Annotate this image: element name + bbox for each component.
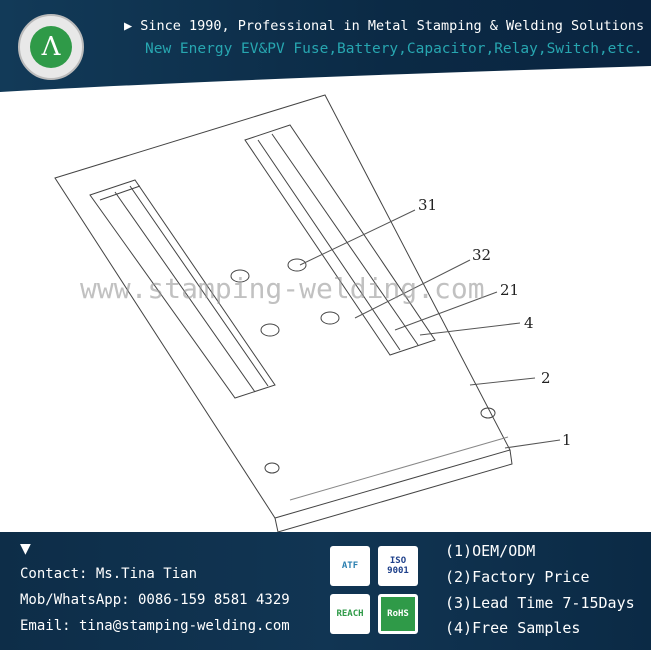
label-1: 1 xyxy=(562,431,572,449)
hole xyxy=(320,311,340,325)
product-line: New Energy EV&PV Fuse,Battery,Capacitor,… xyxy=(145,41,643,57)
contact-mobile: Mob/WhatsApp: 0086-159 8581 4329 xyxy=(20,592,290,608)
hole xyxy=(260,323,280,337)
tagline: ▶ Since 1990, Professional in Metal Stam… xyxy=(124,18,651,34)
watermark: www.stamping-welding.com xyxy=(80,272,485,305)
rohs-cert-icon: RoHS xyxy=(378,594,418,634)
banner-curve xyxy=(0,66,651,92)
feature-item: (1)OEM/ODM xyxy=(445,542,536,560)
tagline-text: Since 1990, Professional in Metal Stampi… xyxy=(140,18,651,34)
label-2: 2 xyxy=(541,369,551,387)
technical-drawing: www.stamping-welding.com 31 32 21 4 2 1 xyxy=(54,94,572,532)
company-logo: Λ xyxy=(18,14,84,80)
plate-edge xyxy=(274,449,513,532)
label-4: 4 xyxy=(524,314,534,332)
hole xyxy=(480,407,496,419)
atf-cert-icon: ATF xyxy=(330,546,370,586)
footer-contact: ▼ Contact: Ms.Tina Tian Mob/WhatsApp: 00… xyxy=(0,532,651,650)
iso-cert-icon: ISO 9001 xyxy=(378,546,418,586)
header-banner: Λ ▶ Since 1990, Professional in Metal St… xyxy=(0,0,651,92)
hole xyxy=(287,258,307,272)
contact-name: Contact: Ms.Tina Tian xyxy=(20,566,198,582)
feature-item: (3)Lead Time 7-15Days xyxy=(445,594,635,612)
rail-left xyxy=(89,179,276,399)
label-32: 32 xyxy=(472,246,491,264)
feature-item: (2)Factory Price xyxy=(445,568,590,586)
reach-cert-icon: REACH xyxy=(330,594,370,634)
contact-email[interactable]: Email: tina@stamping-welding.com xyxy=(20,618,290,634)
plate-edge-line xyxy=(289,436,509,501)
label-31: 31 xyxy=(418,196,437,214)
rail-right xyxy=(244,124,436,356)
hole xyxy=(264,462,280,474)
plate-outline xyxy=(54,94,511,519)
label-21: 21 xyxy=(500,281,519,299)
leader-lines xyxy=(299,209,561,449)
logo-mark: Λ xyxy=(30,26,72,68)
triangle-right-icon: ▶ xyxy=(124,18,141,34)
triangle-down-icon: ▼ xyxy=(20,538,31,559)
hole xyxy=(230,269,250,283)
feature-item: (4)Free Samples xyxy=(445,619,581,637)
